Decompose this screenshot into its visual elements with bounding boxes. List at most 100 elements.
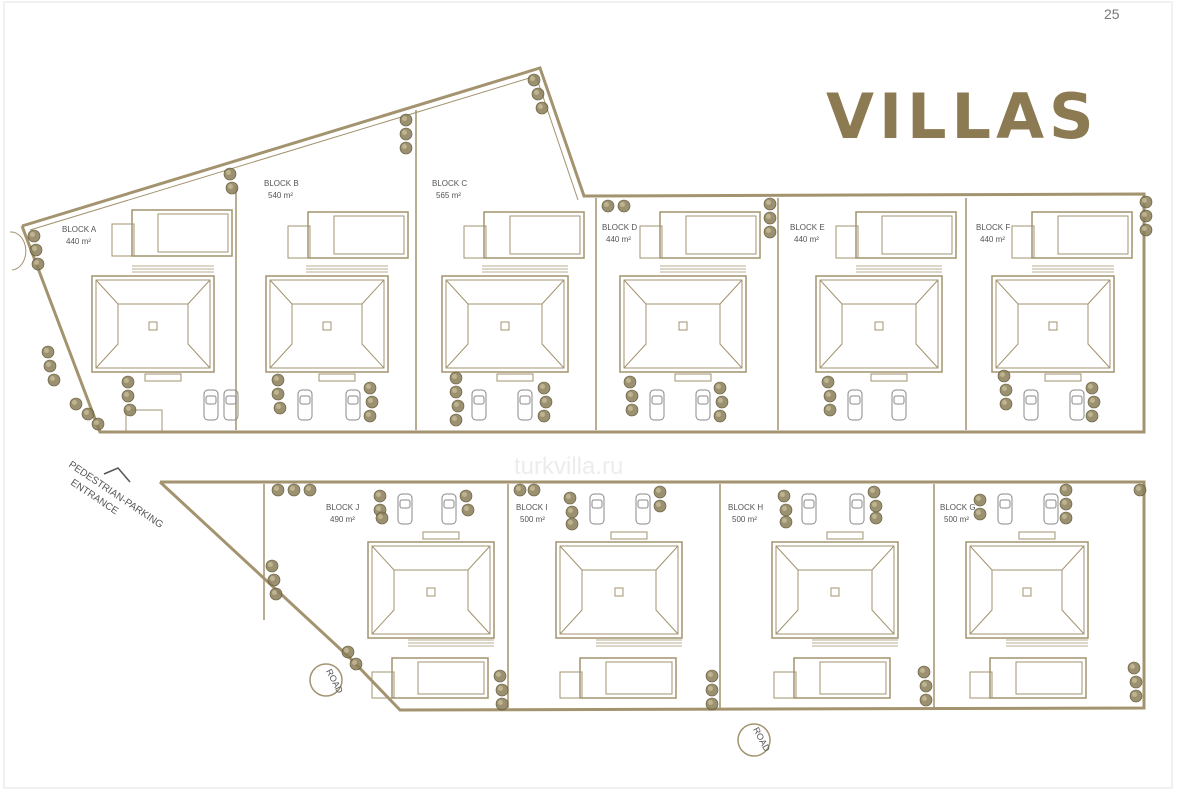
block-d-car-icon: [695, 389, 711, 421]
trees-9: [121, 375, 137, 417]
block-g-car-icon: [997, 493, 1013, 525]
trees-1: [223, 167, 239, 195]
block-j-area: 490 m²: [330, 515, 355, 524]
block-i-area: 500 m²: [520, 515, 545, 524]
block-h-car-icon: [801, 493, 817, 525]
trees-18: [1085, 381, 1101, 423]
block-c-car-icon: [471, 389, 487, 421]
trees-34: [917, 665, 933, 707]
block-b-car-icon: [297, 389, 313, 421]
trees-19: [271, 483, 317, 497]
block-f-car-icon: [1023, 389, 1039, 421]
trees-4: [601, 199, 631, 213]
block-e-pool: [835, 211, 957, 259]
block-c-area: 565 m²: [436, 191, 461, 200]
block-b-area: 540 m²: [268, 191, 293, 200]
trees-7: [27, 229, 45, 271]
block-h-name: BLOCK H: [728, 503, 763, 512]
block-a-car-icon: [223, 389, 239, 421]
block-g-pool: [969, 657, 1087, 699]
block-h-pool: [773, 657, 891, 699]
block-e-name: BLOCK E: [790, 223, 825, 232]
block-f-villa-footprint: [991, 265, 1115, 382]
block-a-pool: [111, 209, 233, 257]
page-number: 25: [1104, 6, 1120, 22]
block-a-villa-footprint: [91, 265, 215, 382]
trees-2: [399, 113, 413, 155]
block-i-car-icon: [589, 493, 605, 525]
trees-32: [493, 669, 509, 711]
trees-26: [867, 485, 883, 525]
trees-15: [713, 381, 729, 423]
block-i-pool: [559, 657, 677, 699]
block-i-villa-footprint: [555, 531, 683, 647]
block-f-area: 440 m²: [980, 235, 1005, 244]
block-d-car-icon: [649, 389, 665, 421]
block-g-name: BLOCK G: [940, 503, 976, 512]
block-d-villa-footprint: [619, 265, 747, 382]
trees-6: [1139, 195, 1153, 237]
lot-dividers: [235, 110, 967, 708]
block-d-pool: [639, 211, 761, 259]
block-d-area: 440 m²: [606, 235, 631, 244]
entrance-label-1: PEDESTRIAN-PARKING: [66, 459, 165, 531]
block-c-pool: [463, 211, 585, 259]
block-f-car-icon: [1069, 389, 1085, 421]
block-g-car-icon: [1043, 493, 1059, 525]
block-c-name: BLOCK C: [432, 179, 467, 188]
page-border: [3, 1, 1173, 789]
block-b-name: BLOCK B: [264, 179, 299, 188]
block-j-name: BLOCK J: [326, 503, 359, 512]
block-j-car-icon: [397, 493, 413, 525]
trees-35: [1127, 661, 1143, 703]
trees-28: [1059, 483, 1073, 525]
trees-24: [653, 485, 667, 513]
block-b-pool: [287, 211, 409, 259]
block-d-name: BLOCK D: [602, 223, 637, 232]
page-title: VILLAS: [826, 80, 1099, 153]
trees-25: [777, 489, 793, 529]
block-g-villa-footprint: [965, 531, 1089, 647]
block-a-car-icon: [203, 389, 219, 421]
trees-27: [973, 493, 987, 521]
watermark: turkvilla.ru: [514, 453, 623, 480]
block-i-name: BLOCK I: [516, 503, 548, 512]
block-e-car-icon: [847, 389, 863, 421]
block-f-pool: [1011, 211, 1133, 259]
trees-23: [563, 491, 579, 531]
block-e-villa-footprint: [815, 265, 943, 382]
utility-box: [125, 409, 163, 433]
block-h-villa-footprint: [771, 531, 899, 647]
block-a-area: 440 m²: [66, 237, 91, 246]
trees-33: [705, 669, 719, 711]
road-marker-1: [309, 663, 343, 697]
block-h-car-icon: [849, 493, 865, 525]
block-h-area: 500 m²: [732, 515, 757, 524]
block-e-car-icon: [891, 389, 907, 421]
block-i-car-icon: [635, 493, 651, 525]
trees-16: [821, 375, 837, 417]
trees-31: [341, 645, 363, 671]
trees-20: [373, 489, 389, 525]
trees-30: [265, 559, 283, 601]
trees-21: [459, 489, 475, 517]
trees-11: [363, 381, 379, 423]
trees-13: [537, 381, 553, 423]
site-boundary: [20, 66, 1146, 712]
block-j-pool: [371, 657, 489, 699]
trees-5: [763, 197, 777, 239]
trees-12: [449, 371, 465, 427]
road-marker-2: [737, 723, 771, 757]
block-g-area: 500 m²: [944, 515, 969, 524]
block-a-name: BLOCK A: [62, 225, 97, 234]
road-label-2: ROAD: [751, 726, 772, 754]
block-b-villa-footprint: [265, 265, 389, 382]
trees-29: [1133, 483, 1147, 497]
trees-3: [527, 73, 549, 115]
block-f-name: BLOCK F: [976, 223, 1010, 232]
block-e-area: 440 m²: [794, 235, 819, 244]
trees-14: [623, 375, 639, 417]
block-j-villa-footprint: [367, 531, 495, 647]
trees-10: [271, 373, 287, 415]
